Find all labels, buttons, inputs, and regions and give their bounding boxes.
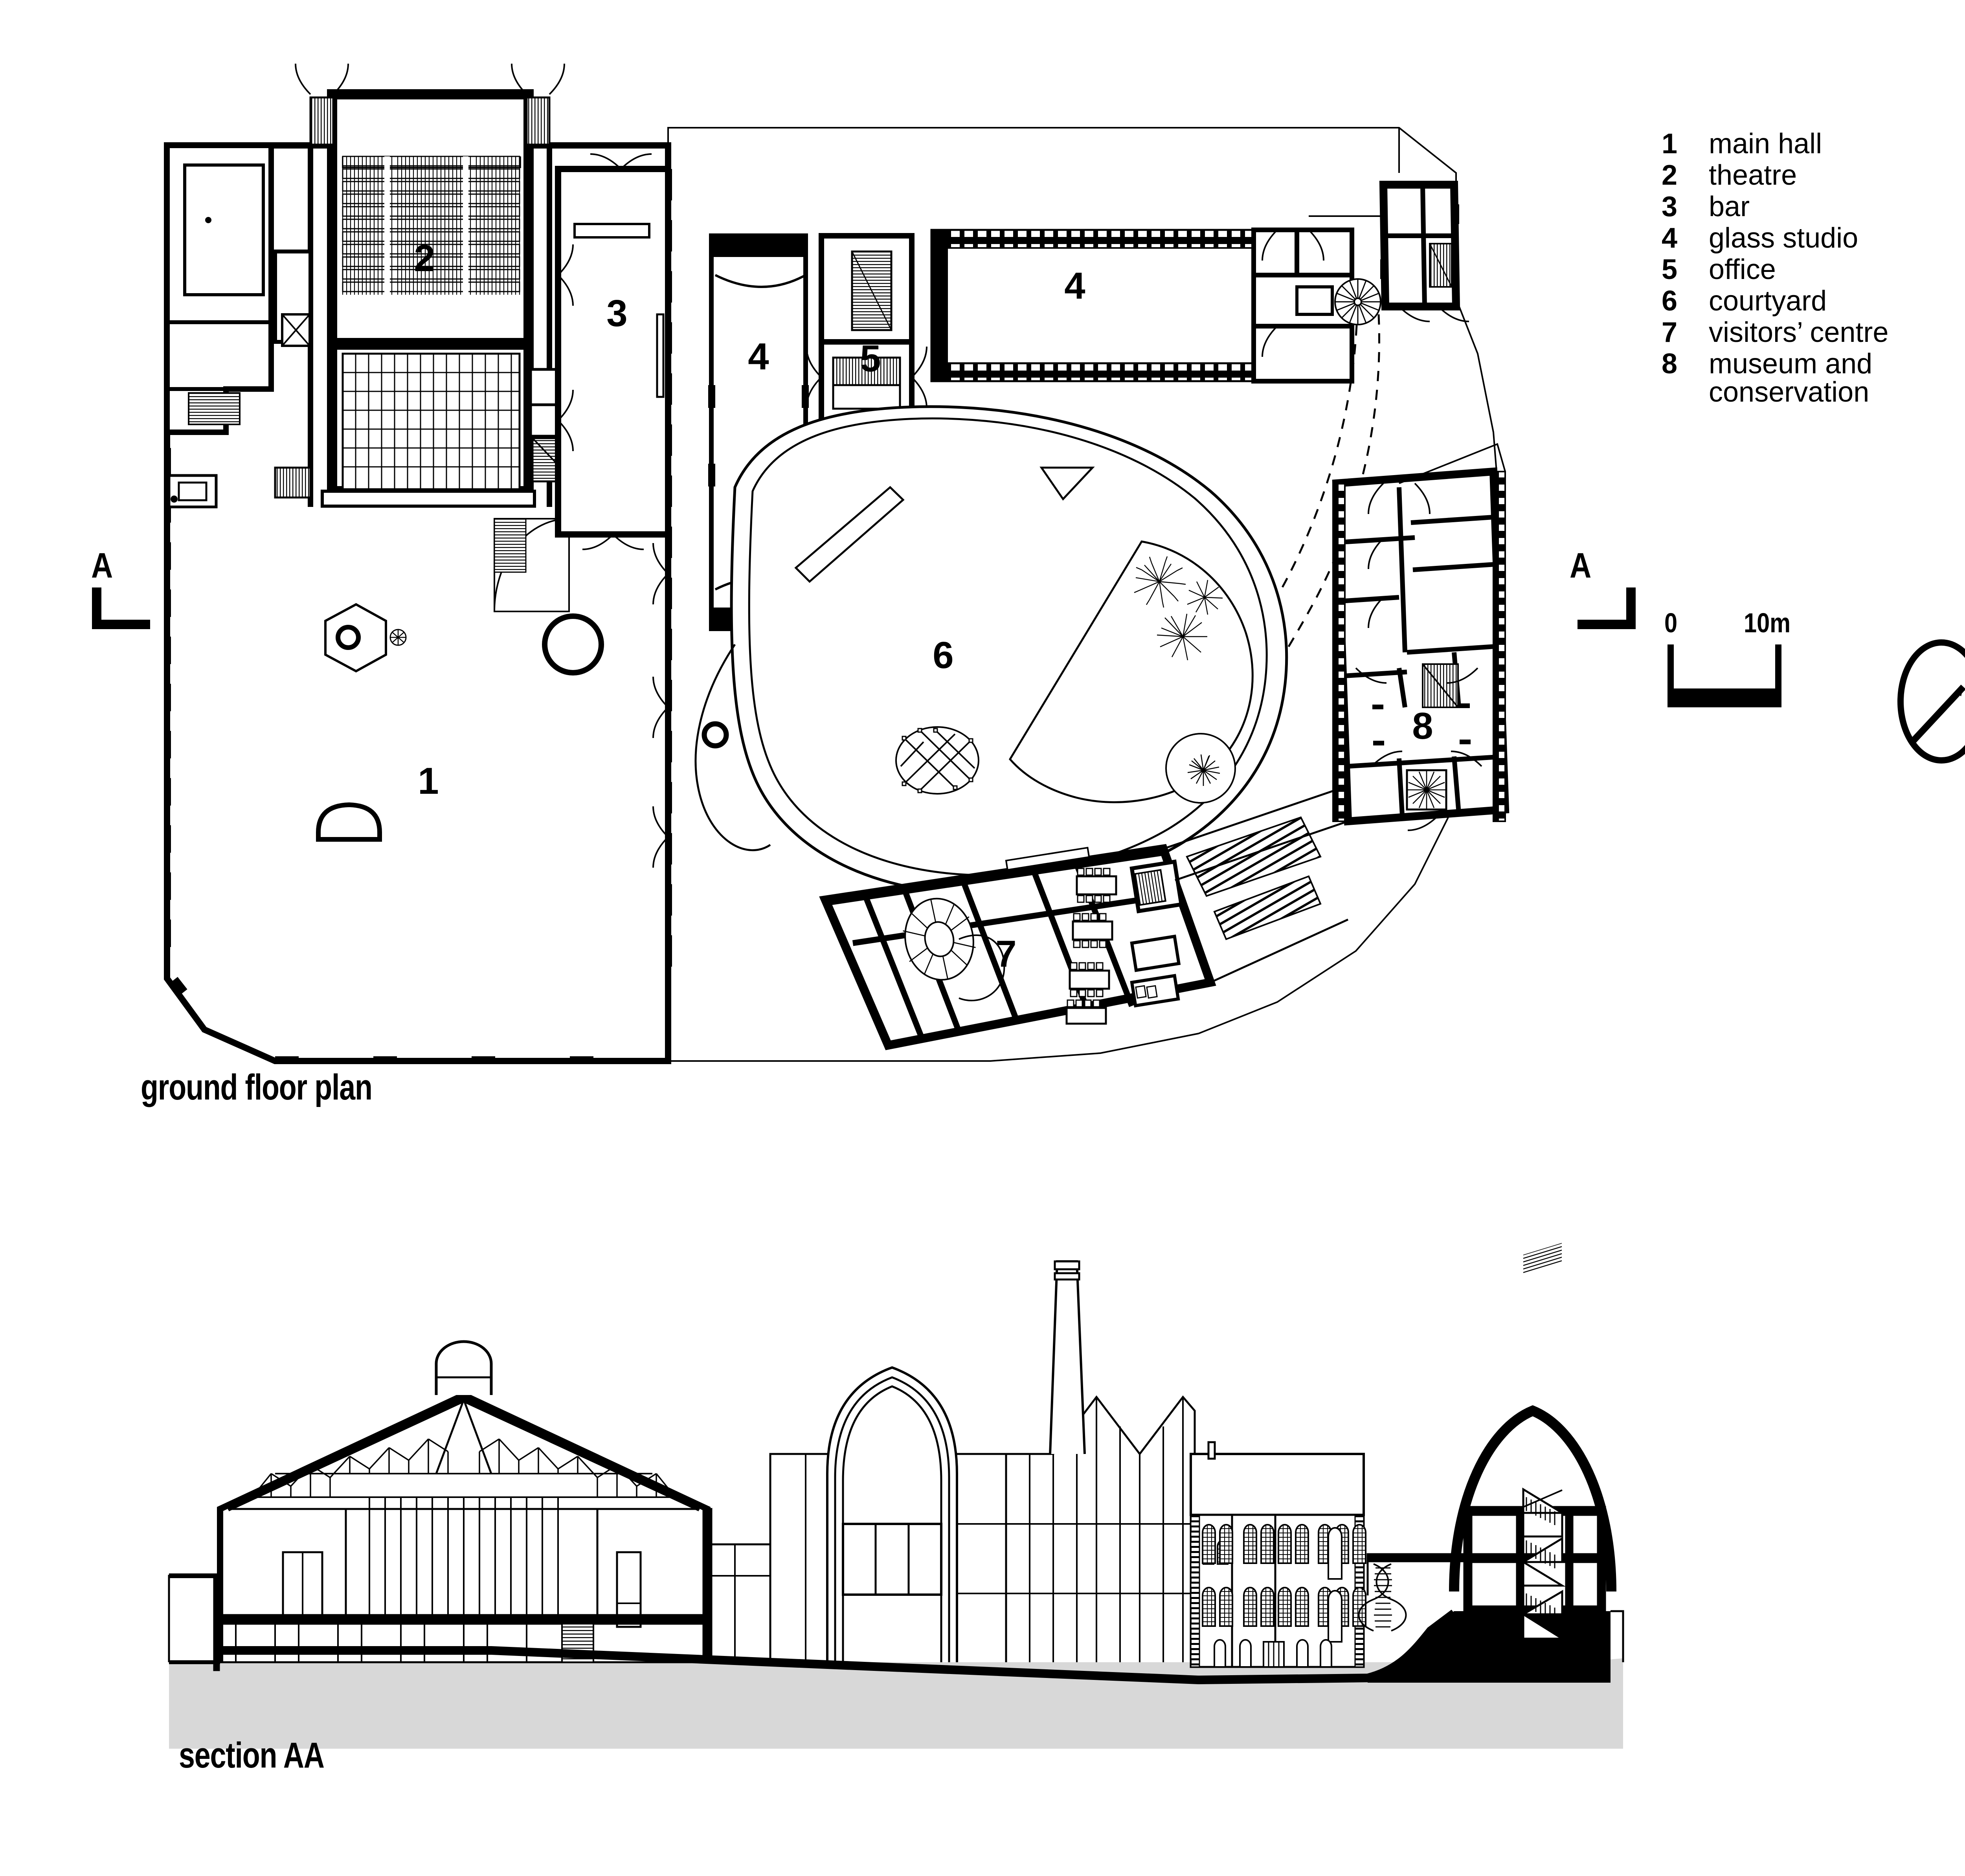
- legend-item: 2 theatre: [1662, 161, 1965, 189]
- svg-text:4: 4: [748, 336, 769, 378]
- section-spiral-stair: [1358, 1563, 1407, 1632]
- legend-label: bar: [1709, 191, 1750, 222]
- legend-label: theatre: [1709, 160, 1797, 191]
- hall-small-fan: [389, 629, 407, 646]
- legend-label: main hall: [1709, 128, 1822, 160]
- page-title-section-aa: section AA: [179, 1735, 325, 1775]
- legend-number: 8: [1662, 348, 1677, 380]
- hall-quarter-stair: [494, 518, 570, 612]
- section-mill-building: [1190, 1441, 1366, 1668]
- room-museum: [1332, 443, 1510, 831]
- visitors-spiral-stair: [903, 898, 1005, 1002]
- svg-text:1: 1: [418, 760, 439, 802]
- svg-text:2: 2: [414, 237, 435, 279]
- hall-circle-object: [542, 613, 604, 676]
- svg-text:8: 8: [1412, 705, 1433, 747]
- legend: 1 main hall 2 theatre 3 bar 4 glass stud…: [1662, 130, 1965, 409]
- legend-number: 4: [1662, 222, 1677, 254]
- svg-text:7: 7: [995, 933, 1016, 975]
- section-marker-left: A: [91, 548, 158, 635]
- section-aa-drawing: [168, 1243, 1624, 1749]
- northeast-block: [1379, 181, 1469, 322]
- section-main-hall: [168, 1340, 771, 1671]
- legend-number: 2: [1662, 160, 1677, 191]
- section-sawtooth-block: [1005, 1395, 1196, 1662]
- legend-label: courtyard: [1709, 285, 1827, 317]
- section-basement-mass: [1368, 1611, 1611, 1683]
- ramp-dashed: [1197, 314, 1380, 747]
- legend-label: visitors’ centre: [1709, 317, 1889, 348]
- plan-room-numbers: 1 2 3 4 4 5 6 7 8: [414, 237, 1433, 975]
- hall-d-object: [316, 802, 382, 842]
- courtyard-small-tree: [1165, 733, 1236, 804]
- section-gothic-block: [769, 1366, 1007, 1662]
- legend-label: museum and conservation: [1709, 348, 1873, 408]
- scale-end-label: 10m: [1744, 608, 1791, 638]
- page-title-ground-floor-plan: ground floor plan: [141, 1067, 373, 1107]
- legend-item: 1 main hall: [1662, 130, 1965, 158]
- scale-start-label: 0: [1664, 608, 1678, 638]
- ground-floor-plan: 1 2 3 4 4 5 6 7 8: [164, 63, 1510, 1064]
- theatre-stage: [342, 352, 521, 490]
- room-bar: [555, 153, 671, 550]
- legend-number: 5: [1662, 254, 1677, 285]
- museum-spiral-stair: [1406, 769, 1447, 811]
- room-visitors-centre: [819, 789, 1349, 1050]
- legend-item: 8 museum and conservation: [1662, 350, 1965, 406]
- section-chimney: [1049, 1260, 1086, 1454]
- scale-bar-graphic: [1667, 644, 1781, 707]
- northwest-annexe: [164, 143, 274, 508]
- courtyard-trees: [1134, 556, 1223, 661]
- theatre-seating: [342, 156, 521, 299]
- section-marker-tick-right: [1578, 587, 1636, 629]
- legend-label: glass studio: [1709, 222, 1858, 254]
- section-marker-right: A: [1570, 548, 1636, 635]
- svg-text:4: 4: [1064, 265, 1085, 307]
- room-glass-studio-main: [930, 228, 1381, 384]
- legend-item: 7 visitors’ centre: [1662, 318, 1965, 347]
- north-arrow-icon: [1897, 639, 1965, 764]
- legend-item: 3 bar: [1662, 193, 1965, 221]
- room-courtyard: [694, 405, 1288, 896]
- legend-label: office: [1709, 254, 1776, 285]
- courtyard-grid-oval: [895, 726, 979, 795]
- legend-number: 7: [1662, 317, 1677, 348]
- section-marker-letter: A: [1570, 546, 1592, 586]
- legend-item: 4 glass studio: [1662, 224, 1965, 252]
- glass-studio-spiral-stair: [1334, 278, 1381, 325]
- svg-text:3: 3: [606, 292, 627, 334]
- legend-number: 3: [1662, 191, 1677, 222]
- legend-number: 6: [1662, 285, 1677, 317]
- svg-text:5: 5: [860, 338, 881, 380]
- svg-text:6: 6: [933, 634, 953, 676]
- section-marker-tick-left: [92, 587, 150, 629]
- section-marker-letter: A: [91, 546, 113, 586]
- legend-item: 6 courtyard: [1662, 287, 1965, 315]
- legend-item: 5 office: [1662, 255, 1965, 284]
- legend-number: 1: [1662, 128, 1677, 160]
- section-stair-zigzag: [1519, 1243, 1566, 1663]
- visitors-canopy: [1163, 789, 1349, 984]
- section-vaulted-block: [1358, 1243, 1624, 1663]
- visitors-tables: [1065, 868, 1117, 1025]
